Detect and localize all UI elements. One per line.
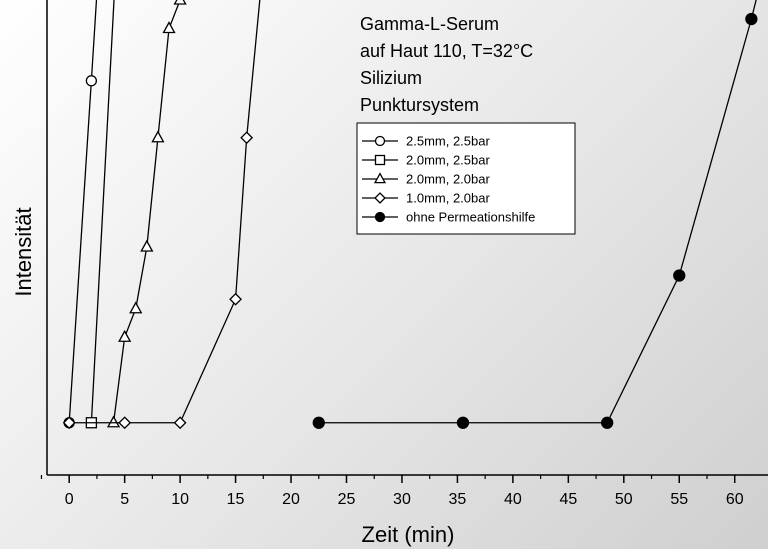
legend-label: 2.0mm, 2.5bar [406, 153, 490, 168]
series-line [90, 0, 115, 423]
marker-diamond-open [118, 416, 132, 430]
title-line: Punktursystem [360, 95, 479, 115]
axes [46, 0, 768, 476]
marker-circle-filled [312, 416, 325, 429]
marker-triangle-open [173, 0, 187, 5]
plot-series [62, 0, 758, 430]
marker-diamond-open [229, 292, 242, 306]
x-tick-label: 50 [615, 491, 633, 508]
series-5 [312, 0, 758, 429]
marker-diamond-open [62, 416, 76, 430]
series-line [69, 0, 261, 424]
x-axis-label: Zeit (min) [362, 522, 455, 547]
series-3 [106, 0, 187, 428]
marker-circle-open [374, 135, 386, 147]
marker-triangle-open [140, 239, 154, 252]
series-line [112, 0, 181, 423]
marker-triangle-open [162, 21, 176, 34]
legend-label: ohne Permeationshilfe [406, 210, 535, 225]
legend-label: 1.0mm, 2.0bar [406, 191, 490, 206]
legend-label: 2.0mm, 2.0bar [406, 172, 490, 187]
marker-triangle-open [373, 172, 387, 184]
x-tick-label: 45 [559, 491, 577, 508]
series-1 [63, 0, 98, 429]
legend-entry: 2.5mm, 2.5bar [362, 134, 490, 149]
x-tick-label: 25 [338, 491, 356, 508]
title-line: Silizium [360, 68, 422, 88]
legend-entry: 1.0mm, 2.0bar [362, 191, 490, 206]
marker-circle-filled [745, 12, 758, 26]
x-tick-label: 60 [726, 491, 744, 508]
marker-circle-open [85, 75, 98, 87]
chart-title: Gamma-L-Serum auf Haut 110, T=32°C Siliziu… [360, 14, 533, 115]
marker-triangle-open [118, 329, 132, 342]
series-line [318, 0, 757, 424]
series-4 [62, 0, 261, 430]
x-tick-label: 10 [171, 491, 189, 508]
marker-circle-filled [673, 269, 686, 282]
title-line: Gamma-L-Serum [360, 14, 499, 34]
x-tick-label: 40 [504, 491, 522, 508]
marker-diamond-open [374, 192, 386, 204]
marker-circle-filled [601, 416, 614, 429]
marker-triangle-open [106, 415, 121, 428]
legend-entry: 2.0mm, 2.0bar [362, 172, 490, 187]
series-2 [85, 0, 115, 429]
x-ticks: 0 5 10 15 20 25 30 35 40 45 50 55 60 [40, 475, 744, 508]
series-line [68, 0, 98, 423]
x-tick-label: 0 [65, 491, 74, 508]
legend: 2.5mm, 2.5bar 2.0mm, 2.5bar 2.0mm, 2.0bar 1… [356, 122, 576, 235]
x-tick-label: 30 [393, 491, 411, 508]
marker-circle-filled [374, 211, 386, 223]
marker-triangle-open [129, 301, 143, 314]
marker-triangle-open [151, 130, 165, 143]
legend-label: 2.5mm, 2.5bar [406, 134, 490, 149]
marker-circle-filled [456, 416, 470, 429]
x-tick-label: 55 [670, 491, 688, 508]
marker-diamond-open [240, 131, 254, 145]
title-line: auf Haut 110, T=32°C [360, 41, 533, 61]
x-tick-label: 5 [120, 491, 129, 508]
y-axis-label: Intensität [11, 207, 36, 296]
x-tick-label: 35 [449, 491, 467, 508]
marker-square-open [374, 154, 386, 166]
x-tick-label: 15 [227, 491, 245, 508]
x-tick-label: 20 [282, 491, 300, 508]
marker-diamond-open [173, 416, 187, 430]
legend-entry: ohne Permeationshilfe [362, 210, 535, 225]
legend-entry: 2.0mm, 2.5bar [362, 153, 490, 168]
